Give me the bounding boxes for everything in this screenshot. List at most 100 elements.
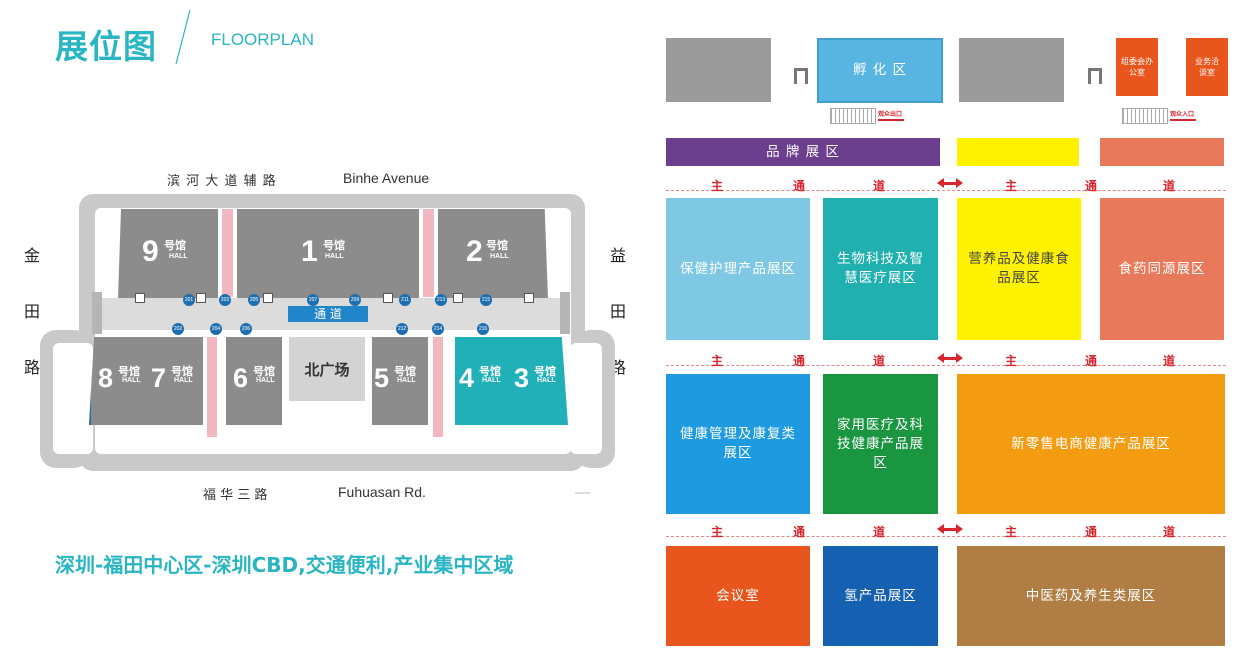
main-road-char: 通 — [1085, 179, 1098, 193]
entry-icon — [453, 293, 463, 303]
hall-5[interactable]: 5 号馆 HALL — [372, 337, 428, 425]
main-road-char: 道 — [1163, 179, 1176, 193]
zone-label: 会议室 — [716, 587, 760, 604]
road-char: 益 — [609, 246, 626, 265]
slash-divider — [175, 9, 191, 65]
road-char: 田 — [23, 302, 40, 321]
corridor-label-bar: 通 道 — [288, 306, 368, 322]
main-road-char: 主 — [711, 354, 724, 368]
exit-arrow — [878, 119, 904, 121]
road-char: 田 — [609, 302, 626, 321]
two-way-arrow-icon — [937, 178, 963, 188]
exhibit-zone[interactable]: 中医药及养生类展区 — [957, 546, 1225, 646]
north-road-cn: 滨 河 大 道 辅 路 — [167, 174, 277, 189]
gate-marker: 204 — [210, 323, 222, 335]
exhibit-zone[interactable]: 健康管理及康复类展区 — [666, 374, 810, 514]
pink-strip — [423, 209, 434, 297]
org-office[interactable]: 组委会办公室 — [1116, 38, 1158, 96]
gate-marker: 213 — [435, 294, 447, 306]
hall-3[interactable]: 3 号馆 HALL — [506, 337, 568, 425]
main-road-char: 道 — [873, 354, 886, 368]
hall-8[interactable]: 8 号馆 HALL — [89, 337, 153, 425]
zone-label: 保健护理产品展区 — [680, 260, 796, 277]
exhibit-zone[interactable]: 营养品及健康食品展区 — [957, 198, 1081, 340]
main-road-char: 道 — [873, 179, 886, 193]
main-road-char: 通 — [1085, 525, 1098, 539]
zone-label: 新零售电商健康产品展区 — [1011, 435, 1171, 452]
gate-marker: 216 — [477, 323, 489, 335]
entry-icon — [383, 293, 393, 303]
two-way-arrow-icon — [937, 353, 963, 363]
exhibit-zone[interactable]: 新零售电商健康产品展区 — [957, 374, 1225, 514]
exhibit-zone[interactable]: 保健护理产品展区 — [666, 198, 810, 340]
entry-icon — [135, 293, 145, 303]
gray-block — [959, 38, 1064, 102]
entry-icon — [196, 293, 206, 303]
main-road-char: 主 — [1005, 354, 1018, 368]
main-road-char: 道 — [1163, 525, 1176, 539]
zone-label: 家用医疗及科技健康产品展区 — [837, 416, 924, 471]
zone-label: 营养品及健康食品展区 — [968, 251, 1070, 286]
south-road-en: Fuhuasan Rd. — [338, 484, 426, 500]
entry-icon — [524, 293, 534, 303]
hall-6[interactable]: 6 号馆 HALL — [226, 337, 282, 425]
main-road-char: 道 — [873, 525, 886, 539]
north-plaza[interactable]: 北广场 — [289, 337, 365, 401]
door-icon — [794, 68, 808, 84]
main-road-char: 道 — [1163, 354, 1176, 368]
gate-marker: 215 — [480, 294, 492, 306]
main-road: 主通道主通道 — [666, 352, 1226, 368]
exit-label: 观众出口 — [878, 111, 903, 118]
main-road-char: 主 — [1005, 179, 1018, 193]
hall-4[interactable]: 4 号馆 HALL — [455, 337, 511, 425]
zone-label: 生物科技及智慧医疗展区 — [837, 251, 924, 286]
main-road-char: 主 — [711, 525, 724, 539]
gate-marker: 201 — [183, 294, 195, 306]
main-road-char: 通 — [793, 179, 806, 193]
road-char: 路 — [23, 358, 40, 377]
hall-7[interactable]: 7 号馆 HALL — [143, 337, 203, 425]
gate-marker: 209 — [349, 294, 361, 306]
main-road: 主通道主通道 — [666, 177, 1226, 193]
yellow-block[interactable] — [957, 138, 1079, 166]
gate-marker: 206 — [240, 323, 252, 335]
incubation-zone[interactable]: 孵 化 区 — [817, 38, 943, 103]
main-road: 主通道主通道 — [666, 523, 1226, 539]
two-way-arrow-icon — [937, 524, 963, 534]
zone-label: 食药同源展区 — [1118, 260, 1206, 277]
south-road-cn: 福 华 三 路 — [203, 488, 268, 503]
gate-marker: 203 — [219, 294, 231, 306]
north-road-en: Binhe Avenue — [343, 170, 430, 186]
entry-icon — [263, 293, 273, 303]
orange-block[interactable] — [1100, 138, 1224, 166]
zone-label: 中医药及养生类展区 — [1025, 587, 1157, 604]
exhibit-zone[interactable]: 家用医疗及科技健康产品展区 — [823, 374, 938, 514]
main-road-char: 主 — [711, 179, 724, 193]
gate-marker: 212 — [396, 323, 408, 335]
gate-marker: 211 — [399, 294, 411, 306]
zone-label: 氢产品展区 — [844, 587, 917, 604]
zone-label: 健康管理及康复类展区 — [680, 426, 796, 461]
entrance-arrow — [1170, 119, 1196, 121]
road-char: 金 — [23, 246, 40, 265]
hall-9[interactable]: 9 号馆 HALL — [118, 209, 218, 299]
entrance-label: 观众入口 — [1170, 111, 1195, 118]
exhibit-zone[interactable]: 生物科技及智慧医疗展区 — [823, 198, 938, 340]
exhibit-zone[interactable]: 会议室 — [666, 546, 810, 646]
exhibit-zone[interactable]: 氢产品展区 — [823, 546, 938, 646]
hall-2[interactable]: 2 号馆 HALL — [438, 209, 548, 299]
exit-stairs — [830, 108, 876, 124]
main-road-char: 通 — [1085, 354, 1098, 368]
gate-marker: 207 — [307, 294, 319, 306]
gate-marker: 205 — [248, 294, 260, 306]
hall-1[interactable]: 1 号馆 HALL — [237, 209, 419, 299]
gray-block — [666, 38, 771, 102]
entrance-stairs — [1122, 108, 1168, 124]
main-road-char: 主 — [1005, 525, 1018, 539]
gate-marker: 214 — [432, 323, 444, 335]
business-room[interactable]: 业务洽谈室 — [1186, 38, 1228, 96]
brand-zone[interactable]: 品 牌 展 区 — [666, 138, 940, 166]
main-road-char: 通 — [793, 525, 806, 539]
exhibit-zone[interactable]: 食药同源展区 — [1100, 198, 1224, 340]
gate-marker: 202 — [172, 323, 184, 335]
